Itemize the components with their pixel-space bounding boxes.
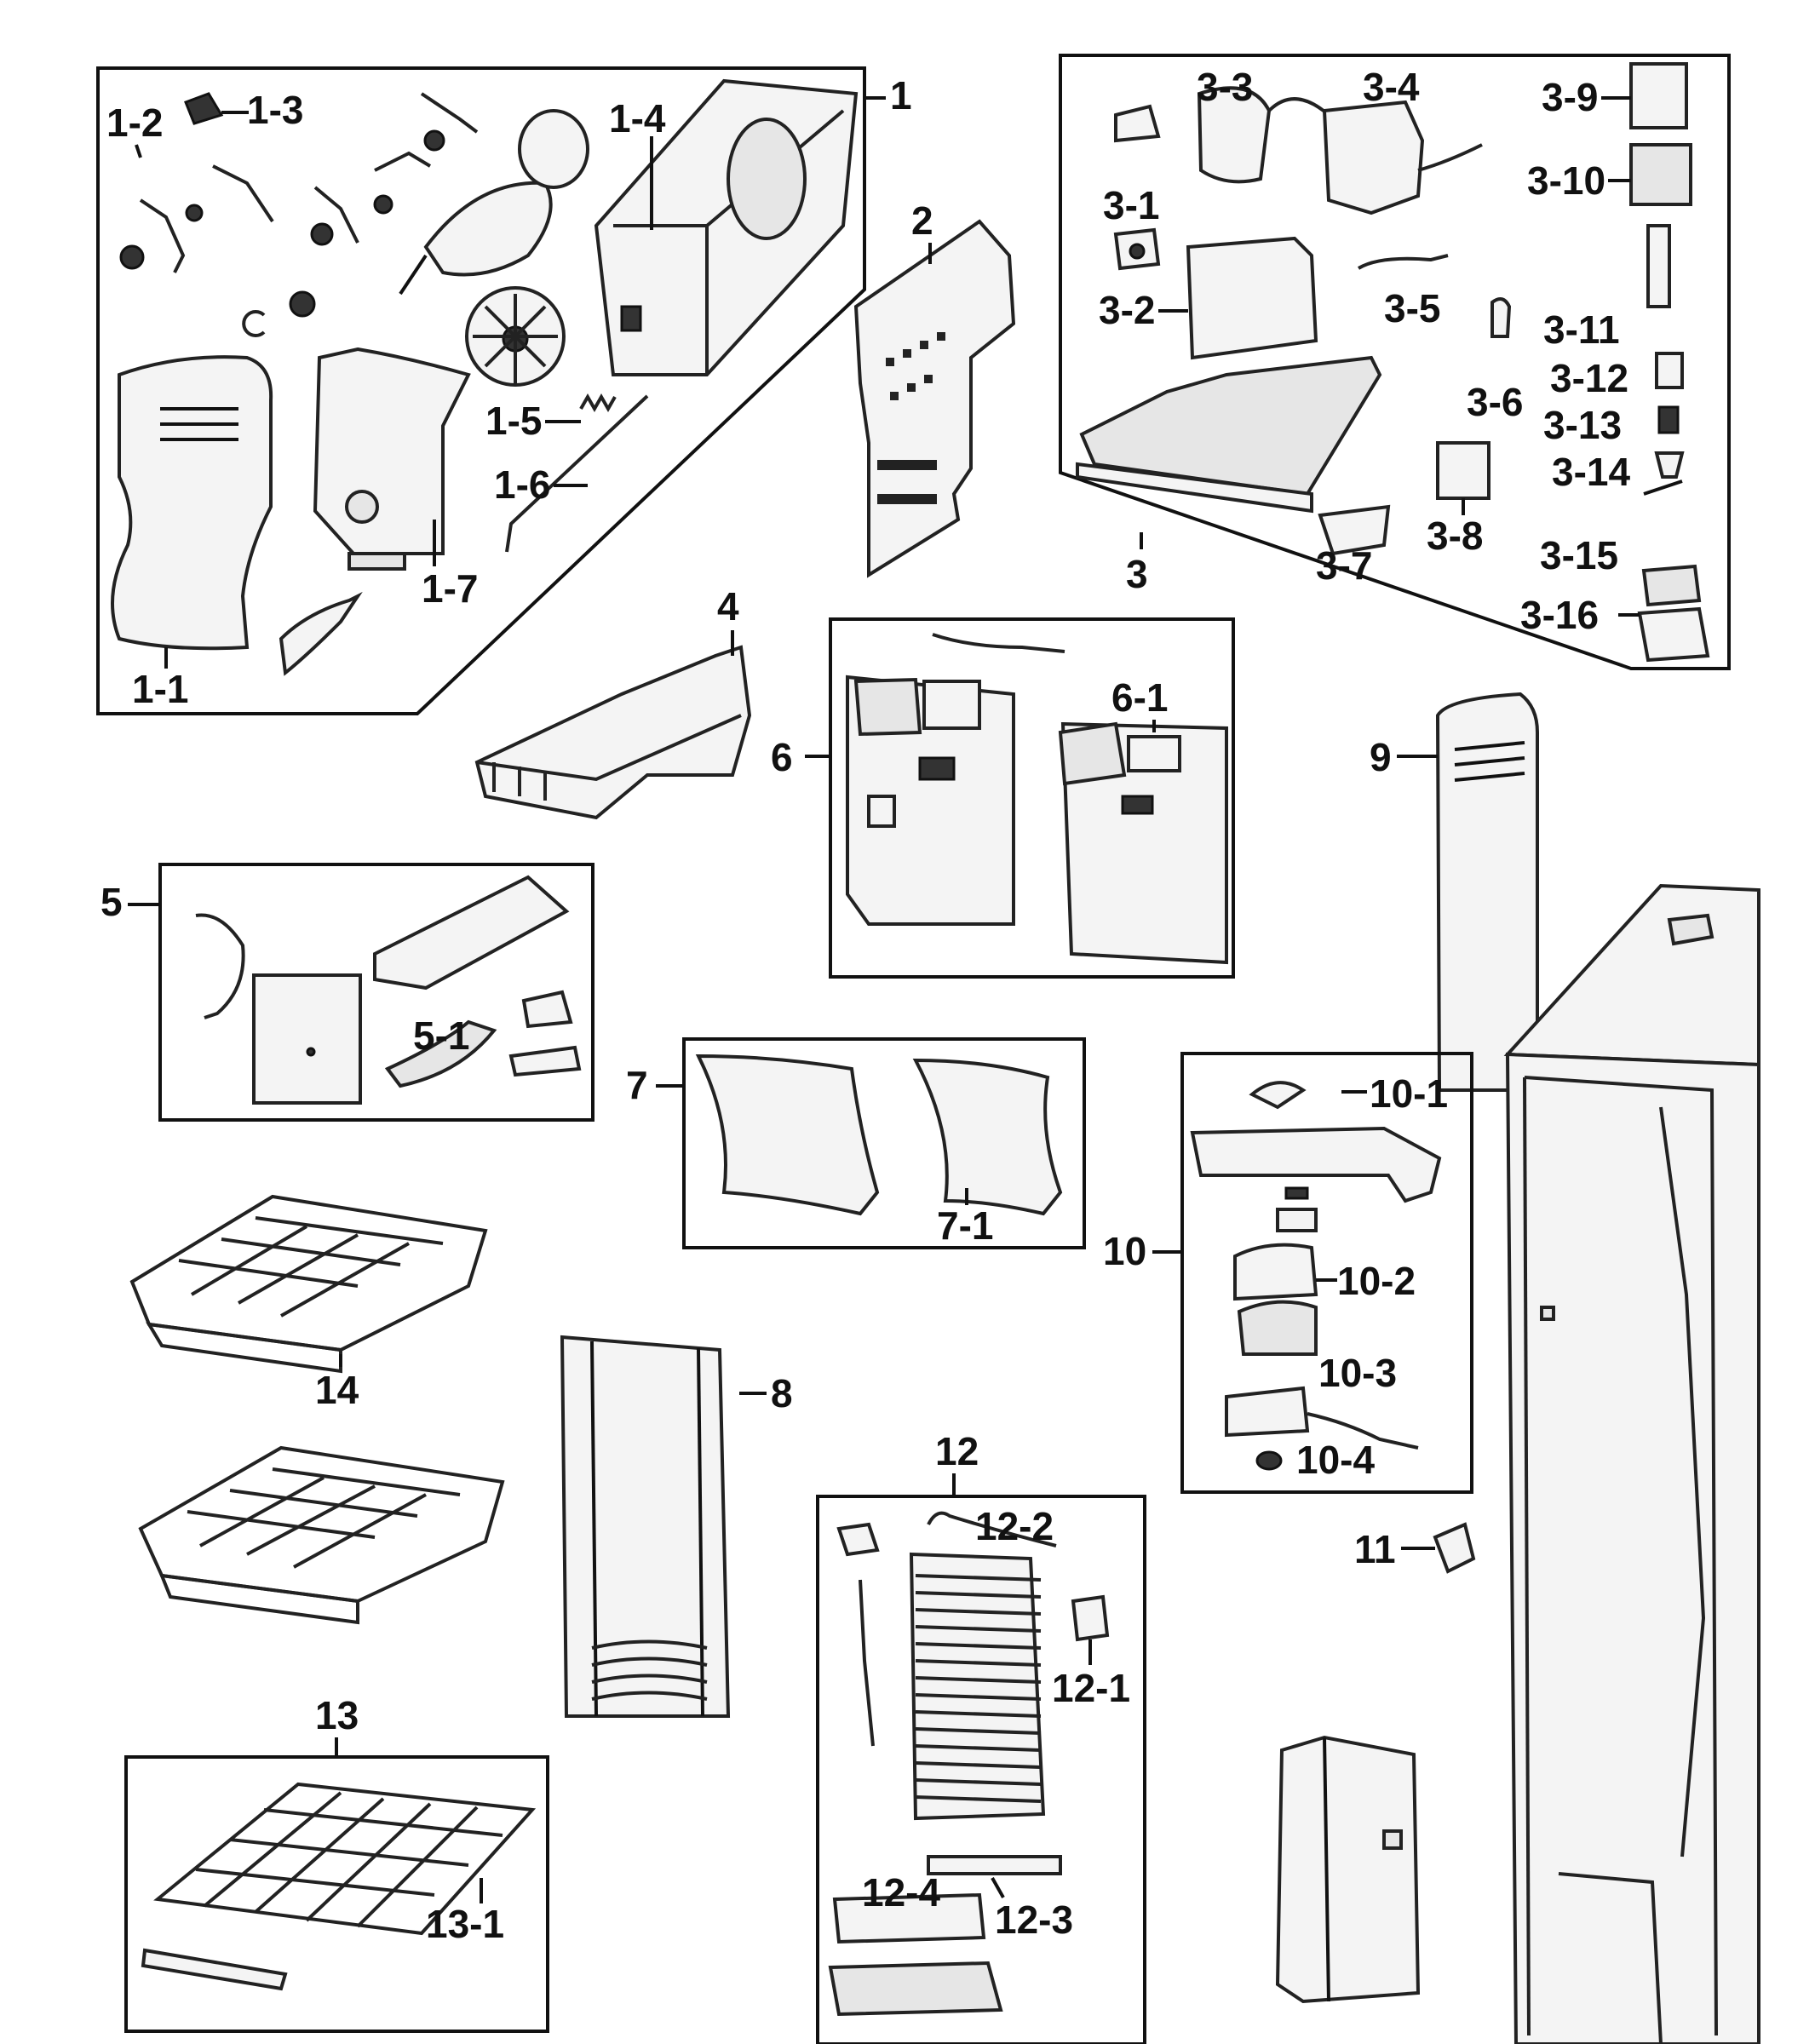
part-14-baskets [129, 1194, 505, 1625]
label-1-2: 1-2 [106, 100, 163, 145]
label-3-2: 3-2 [1099, 288, 1155, 332]
label-3-11: 3-11 [1543, 307, 1620, 352]
part-2-plate [853, 219, 1016, 578]
group-3-dispenser [1059, 54, 1731, 670]
label-10-2: 10-2 [1337, 1259, 1416, 1303]
label-7: 7 [626, 1063, 648, 1107]
label-12-3: 12-3 [995, 1898, 1073, 1942]
label-11: 11 [1354, 1527, 1396, 1571]
label-10-1: 10-1 [1370, 1071, 1448, 1116]
label-3-1: 3-1 [1103, 183, 1159, 227]
label-10-4: 10-4 [1296, 1438, 1375, 1482]
group-7-frame [682, 1037, 1086, 1249]
label-1-3: 1-3 [247, 88, 303, 132]
label-4: 4 [717, 584, 739, 629]
label-3-13: 3-13 [1543, 403, 1622, 447]
label-12-4: 12-4 [862, 1870, 940, 1915]
group-5-frame [158, 863, 594, 1122]
label-3-7: 3-7 [1316, 543, 1372, 588]
group-3-frame [1059, 54, 1731, 670]
label-5-1: 5-1 [413, 1013, 469, 1058]
label-12-2: 12-2 [975, 1504, 1054, 1548]
group-12-evaporator [816, 1495, 1146, 2044]
label-1: 1 [890, 73, 912, 118]
label-13: 13 [315, 1693, 359, 1737]
group-6-control-box [829, 617, 1235, 979]
group-7-covers [682, 1037, 1086, 1249]
label-3-6: 3-6 [1467, 380, 1523, 424]
label-3-12: 3-12 [1550, 356, 1628, 400]
label-6: 6 [771, 735, 793, 779]
label-3-15: 3-15 [1540, 533, 1618, 577]
part-4-duct [474, 645, 752, 820]
label-1-7: 1-7 [422, 566, 478, 611]
label-5: 5 [101, 880, 123, 924]
label-1-1: 1-1 [132, 667, 188, 711]
label-3-14: 3-14 [1552, 450, 1630, 494]
group-5-ice-maker-kit [158, 863, 594, 1122]
label-8: 8 [771, 1371, 793, 1415]
label-3-8: 3-8 [1427, 514, 1483, 558]
refrigerator-cabinet [1503, 883, 1760, 2044]
label-3-3: 3-3 [1197, 65, 1253, 109]
label-3-4: 3-4 [1363, 65, 1420, 109]
label-6-1: 6-1 [1111, 675, 1168, 720]
label-10-3: 10-3 [1318, 1351, 1397, 1395]
label-1-5: 1-5 [485, 399, 542, 443]
label-10: 10 [1103, 1229, 1146, 1273]
label-1-4: 1-4 [609, 96, 666, 141]
label-13-1: 13-1 [426, 1902, 504, 1946]
group-1-ice-maker [96, 66, 866, 715]
label-1-6: 1-6 [494, 462, 550, 507]
label-2: 2 [911, 198, 933, 243]
label-14: 14 [315, 1368, 359, 1412]
part-9-cover [1435, 692, 1539, 1092]
part-1-7-housing [313, 347, 471, 555]
part-door-bin [1275, 1735, 1421, 2004]
group-10-dispenser-parts [1180, 1052, 1473, 1494]
part-1-1-cover [111, 355, 273, 651]
group-1-frame [96, 66, 866, 715]
group-6-frame [829, 617, 1235, 979]
group-13-shelf [124, 1755, 549, 2033]
label-3-16: 3-16 [1520, 593, 1599, 637]
label-12-1: 12-1 [1052, 1666, 1130, 1710]
label-3-9: 3-9 [1542, 75, 1598, 119]
label-12: 12 [935, 1429, 979, 1473]
group-10-frame [1180, 1052, 1473, 1494]
label-7-1: 7-1 [937, 1203, 993, 1248]
label-3-10: 3-10 [1527, 158, 1605, 203]
group-12-frame [816, 1495, 1146, 2044]
label-3-5: 3-5 [1384, 286, 1440, 330]
label-9: 9 [1370, 735, 1392, 779]
label-3: 3 [1126, 552, 1148, 596]
part-11-switch [1433, 1522, 1476, 1574]
part-8-panel [560, 1335, 731, 1718]
